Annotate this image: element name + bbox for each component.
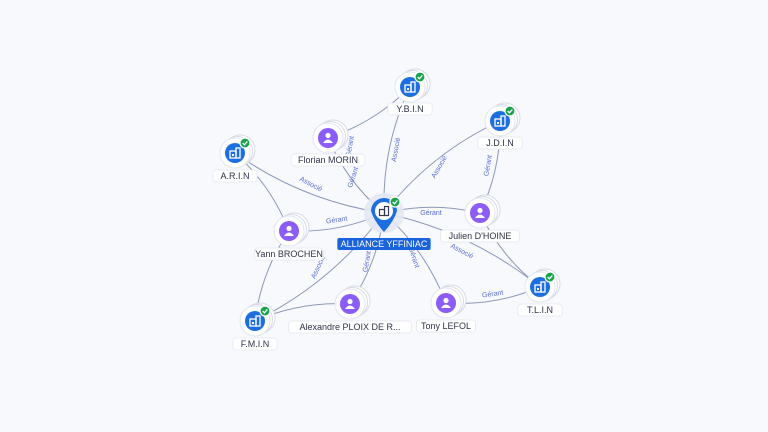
node-label: A.R.I.N: [220, 171, 249, 181]
node-jdin[interactable]: J.D.I.N: [477, 102, 523, 150]
building-icon: [229, 147, 241, 159]
node-fmin[interactable]: F.M.I.N: [232, 302, 278, 351]
person-icon: [345, 298, 355, 309]
node-label-background: [387, 102, 433, 116]
node-ybin[interactable]: Y.B.I.N: [387, 68, 433, 116]
node-label-background: [288, 320, 412, 334]
node-label-background: [290, 153, 366, 167]
edge-label: Gérant: [326, 216, 348, 226]
node-florian[interactable]: Florian MORIN: [290, 119, 366, 167]
edge-label: Gérant: [347, 166, 360, 189]
building-icon: [249, 315, 261, 327]
node-label-background: [477, 136, 523, 150]
building-icon: [534, 281, 546, 293]
node-label: Yann BROCHEN: [255, 249, 323, 259]
verified-badge-icon: [389, 196, 401, 208]
building-icon: [404, 81, 416, 93]
person-icon: [323, 132, 333, 143]
center-node-alliance[interactable]: ALLIANCE YFFINIAC: [337, 193, 431, 250]
edge-label: Gérant: [482, 290, 504, 300]
node-label: Tony LEFOL: [421, 321, 471, 331]
node-label: Y.B.I.N: [396, 104, 423, 114]
node-label: J.D.I.N: [486, 138, 514, 148]
node-alexandre[interactable]: Alexandre PLOIX DE R...: [288, 285, 412, 334]
verified-badge-icon: [414, 71, 426, 83]
verified-badge-icon: [239, 137, 251, 149]
edge-label: Gérant: [345, 136, 356, 158]
building-icon: [378, 205, 390, 217]
node-tony[interactable]: Tony LEFOL: [416, 284, 476, 333]
building-icon: [494, 115, 506, 127]
nodes-layer: Y.B.I.N J.D.I.N A.R.I.N Florian MORIN Julien…: [212, 68, 563, 351]
node-label: Julien D'HOINE: [449, 231, 512, 241]
node-label: ALLIANCE YFFINIAC: [341, 239, 428, 249]
node-label-background: [517, 303, 563, 317]
node-label-background: [337, 238, 431, 250]
edge-label: Associé: [298, 176, 323, 194]
person-icon: [475, 207, 485, 218]
node-label-background: [212, 169, 258, 183]
verified-badge-icon: [544, 271, 556, 283]
person-icon: [284, 225, 294, 236]
edge-label: Associé: [431, 155, 449, 180]
edge-label: Associé: [449, 243, 474, 261]
person-icon: [441, 297, 451, 308]
node-label: Florian MORIN: [298, 155, 358, 165]
node-label-background: [416, 319, 476, 333]
node-label-background: [254, 247, 324, 261]
node-label-background: [232, 337, 278, 351]
node-arin[interactable]: A.R.I.N: [212, 134, 258, 183]
node-label-background: [440, 229, 520, 243]
node-label: F.M.I.N: [241, 339, 270, 349]
verified-badge-icon: [504, 105, 516, 117]
node-tlin[interactable]: T.L.I.N: [517, 268, 563, 317]
edge-label: Associé: [391, 137, 402, 162]
node-yann[interactable]: Yann BROCHEN: [254, 212, 324, 261]
edge-label: Gérant: [420, 210, 441, 217]
node-label: Alexandre PLOIX DE R...: [299, 322, 400, 332]
node-julien[interactable]: Julien D'HOINE: [440, 194, 520, 243]
edge-label: Gérant: [362, 251, 373, 273]
verified-badge-icon: [259, 305, 271, 317]
node-label: T.L.I.N: [527, 305, 553, 315]
edge-label: Gérant: [483, 155, 494, 177]
